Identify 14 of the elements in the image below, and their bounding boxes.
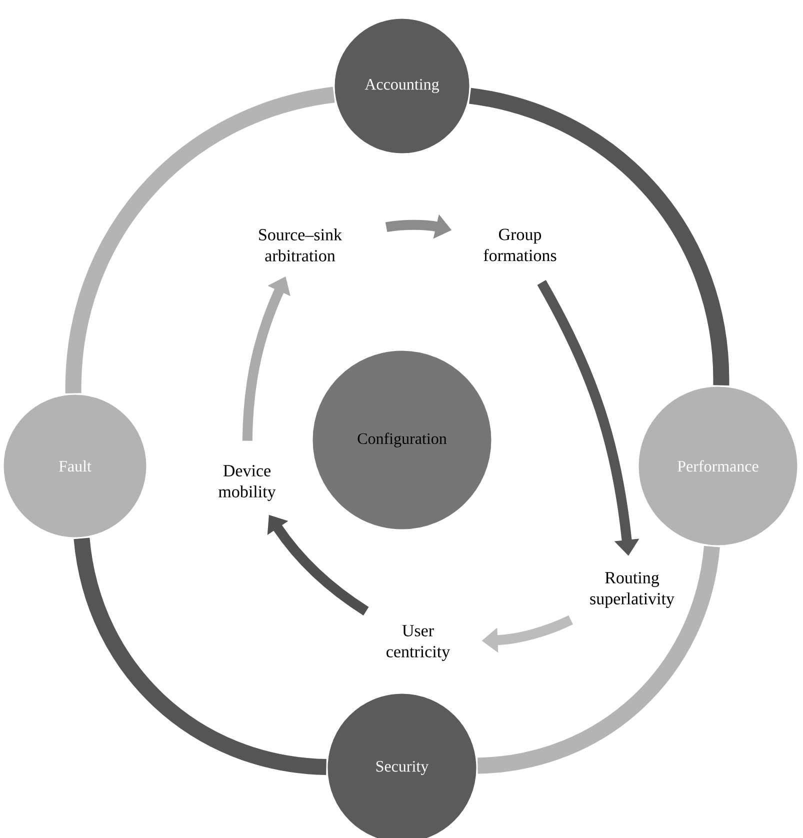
step-label: Source–sink arbitration xyxy=(259,228,342,262)
ring-segment xyxy=(65,86,336,394)
circle-node: Fault xyxy=(2,393,148,539)
circle-node: Accounting xyxy=(333,17,471,155)
step-label: Device mobility xyxy=(218,465,276,501)
circle-node: Security xyxy=(326,692,478,838)
step-label: Routing superlativity xyxy=(590,572,674,608)
ring-segment xyxy=(477,545,720,774)
ring-segment xyxy=(74,537,327,776)
step-label: Group formations xyxy=(484,228,556,262)
step-label: User centricity xyxy=(386,625,450,661)
circle-node: Configuration xyxy=(311,349,493,531)
circle-node: Performance xyxy=(637,385,799,547)
ring-segment xyxy=(468,88,730,386)
